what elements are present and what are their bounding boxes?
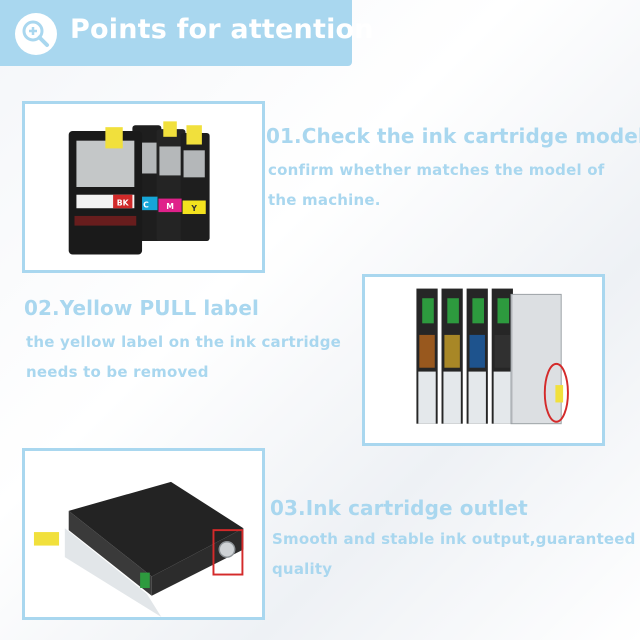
pull-label-image	[362, 274, 605, 446]
yellow-label: Y	[190, 204, 197, 213]
page-title: Points for attention	[70, 14, 374, 45]
header-banner: Points for attention	[0, 0, 374, 66]
black-label: BK	[117, 198, 130, 207]
section-2-description: the yellow label on the ink cartridge ne…	[26, 333, 342, 381]
cartridge-outlet-image	[22, 448, 265, 620]
zoom-in-magnifier-icon	[15, 13, 57, 55]
magenta-label: M	[166, 202, 174, 211]
section-2-heading: 02.Yellow PULL label	[24, 296, 259, 320]
section-1-description: confirm whether matches the model of the…	[268, 161, 605, 209]
cyan-label: C	[143, 200, 149, 209]
cartridge-set-illustration: C M Y BK	[26, 104, 261, 270]
section-1-heading: 01.Check the ink cartridge model	[266, 124, 640, 148]
section-3-description: Smooth and stable ink output,guaranteed …	[272, 530, 636, 578]
cartridge-set-image: C M Y BK	[22, 101, 265, 273]
cartridge-outlet-illustration	[26, 451, 261, 617]
pull-label-illustration	[366, 277, 601, 443]
section-3-heading: 03.Ink cartridge outlet	[270, 496, 528, 520]
